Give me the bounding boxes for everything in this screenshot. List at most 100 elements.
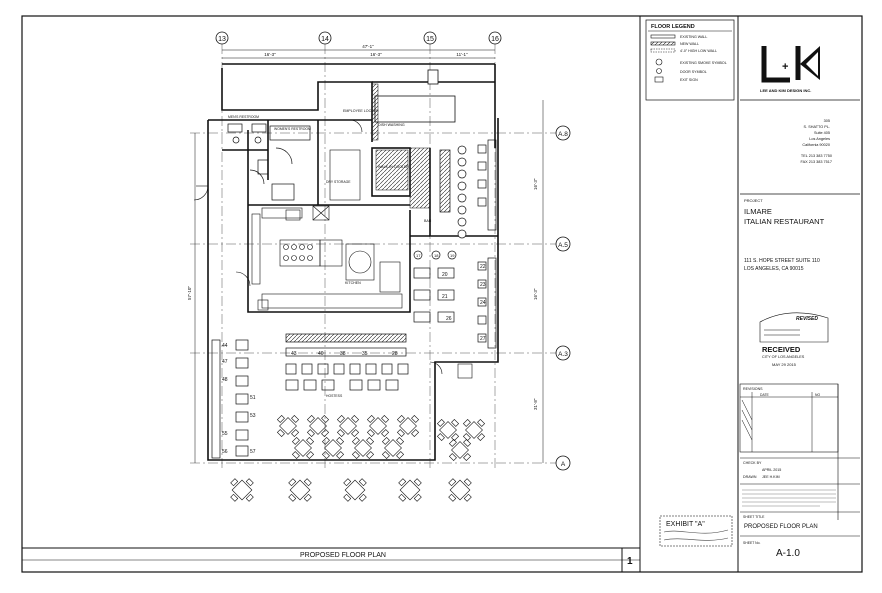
patio-tables (230, 418, 486, 502)
door-symbol-icon (656, 68, 662, 74)
legend-item-existing-wall: EXISTING WALL (680, 35, 707, 39)
table-43: 43 (291, 351, 297, 357)
firm-address-5: California 90020 (802, 143, 830, 147)
kitchen-equipment (235, 149, 403, 311)
svg-text:A: A (561, 461, 566, 468)
firm-fax: FAX 213 383 7517 (801, 160, 832, 164)
revisions-label: REVISIONS (743, 387, 763, 391)
table-35: 35 (362, 351, 368, 357)
label-dry-storage: DRY STORAGE (326, 180, 351, 184)
checked-date: APRIL 2015 (762, 468, 781, 472)
revisions-col-date: DATE (760, 393, 770, 397)
legend-item-low-wall: 4'-0" HIGH LOW WALL (680, 49, 717, 53)
svg-text:13: 13 (218, 36, 226, 43)
revised-stamp (759, 312, 829, 343)
center-tables (413, 250, 457, 323)
sheet-title: PROPOSED FLOOR PLAN (744, 524, 818, 530)
legend-low-wall-swatch (650, 48, 676, 53)
drawing-title: PROPOSED FLOOR PLAN (300, 552, 386, 559)
project-address-2: LOS ANGELES, CA 90015 (744, 266, 804, 272)
legend-box (645, 19, 735, 101)
firm-logo: + (761, 46, 820, 83)
grid-lines (190, 44, 558, 470)
dim-right-3: 31'-8" (533, 398, 538, 410)
table-18: 18 (434, 253, 439, 258)
label-bar: BAR (424, 219, 432, 223)
table-40: 40 (318, 351, 324, 357)
firm-address-1: 305 (824, 119, 830, 123)
communal-table (285, 333, 409, 391)
received-stamp-text: RECEIVED (762, 345, 801, 354)
dining-diagonal-tables (276, 414, 420, 460)
grid-bubble-13: 13 (215, 31, 229, 45)
table-25: 23 (480, 282, 486, 288)
revisions-table (739, 383, 839, 453)
table-27: 27 (480, 336, 486, 342)
grid-bubble-a5: A.5 (555, 236, 571, 252)
dim-2: 16'-3" (370, 52, 382, 57)
legend-item-new-wall: NEW WALL (680, 42, 699, 46)
grid-bubble-14: 14 (318, 31, 332, 45)
dim-3: 11'-1" (456, 52, 468, 57)
dim-right-2: 16'-3" (533, 288, 538, 300)
bar-stools (439, 145, 467, 239)
firm-address-2: S. SHATTO PL. (804, 125, 830, 129)
sheet-title-label: SHEET TITLE (743, 515, 765, 519)
sheet-no-label: SHEET No. (743, 541, 761, 545)
grid-bubble-16: 16 (488, 31, 502, 45)
table-19: 19 (450, 253, 455, 258)
table-55: 55 (222, 431, 228, 437)
revisions-col-no: NO (815, 393, 820, 397)
door-swings (193, 119, 473, 379)
table-26: 24 (480, 300, 486, 306)
svg-text:A.5: A.5 (558, 242, 568, 249)
exhibit-signature (663, 529, 729, 534)
sheet-index: 1 (627, 556, 633, 567)
revised-stamp-text: REVISED (796, 316, 818, 322)
project-name-1: ILMARE (744, 207, 772, 216)
project-address-1: 111 S. HOPE STREET SUITE 110 (744, 258, 820, 264)
legend-new-wall-swatch (650, 41, 676, 46)
sheet-border (21, 15, 863, 573)
received-stamp-sub: CITY OF LOS ANGELES (762, 355, 805, 359)
label-hostess: HOSTESS (326, 394, 343, 398)
exhibit-stamp-text: EXHIBIT "A" (666, 521, 705, 528)
building-walls (207, 63, 499, 461)
dimension-lines (194, 49, 544, 463)
legend-existing-wall-swatch (650, 34, 676, 39)
restroom-fixtures (227, 123, 311, 201)
table-17: 17 (416, 253, 421, 258)
table-23: 26 (446, 316, 452, 322)
legend-item-door: DOOR SYMBOL (680, 70, 707, 74)
table-47: 47 (222, 359, 228, 365)
dim-right-1: 16'-3" (533, 178, 538, 190)
yard-post (427, 69, 439, 85)
table-51: 51 (250, 395, 256, 401)
dim-overall: 47'-1" (362, 44, 374, 49)
legend-item-exit: EXIT SIGN (680, 78, 698, 82)
grid-bubble-a: A (555, 455, 571, 471)
grid-bubble-15: 15 (423, 31, 437, 45)
table-53: 53 (250, 413, 256, 419)
label-kitchen: KITCHEN (345, 281, 361, 285)
table-57: 57 (250, 449, 256, 455)
svg-text:16: 16 (491, 36, 499, 43)
sheet-number: A-1.0 (776, 548, 800, 559)
grid-bubble-a8: A.8 (555, 125, 571, 141)
firm-tel: TEL 213 383 7750 (801, 154, 832, 158)
smoke-symbol-icon (655, 58, 663, 66)
svg-text:A.8: A.8 (558, 131, 568, 138)
label-dish-washing: DISH WASHING (378, 123, 405, 127)
check-by-label: CHECK BY (743, 461, 762, 465)
dim-1: 16'-3" (264, 52, 276, 57)
right-banquette (477, 139, 497, 349)
table-48: 48 (222, 377, 228, 383)
received-stamp-date: MAY 29 2015 (772, 362, 797, 367)
walk-in-cooler-fill (375, 149, 409, 191)
table-24: 22 (480, 264, 486, 270)
drawn-by: JEE H.KIM (762, 475, 780, 479)
legend-title: FLOOR LEGEND (651, 24, 695, 30)
label-employee-locker: EMPLOYEE LOCKER (343, 109, 379, 113)
